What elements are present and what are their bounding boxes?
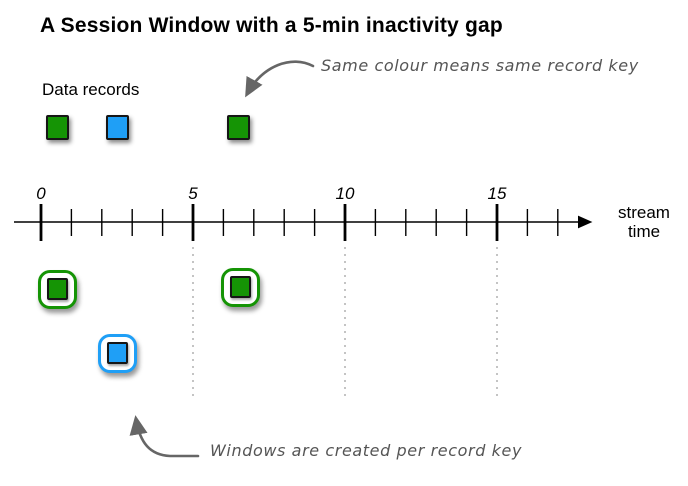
same-colour-arrow: [245, 60, 315, 98]
diagram-title: A Session Window with a 5-min inactivity…: [40, 14, 503, 37]
axis-tick-label-0: 0: [36, 184, 46, 203]
annotation-windows-per-key: Windows are created per record key: [210, 441, 523, 460]
axis-title-line2: time: [627, 222, 661, 241]
windowed-record-square-blue: [106, 342, 128, 364]
data-record-square-blue-1: [105, 115, 129, 140]
data-record-square-green-0: [46, 115, 70, 140]
axis-tick-label-5: 5: [188, 184, 198, 203]
data-records-label: Data records: [42, 80, 140, 99]
session-window-green-0: [38, 269, 78, 309]
axis-tick-labels: 0 5 10 15: [36, 184, 507, 203]
axis-title-stream-time: stream time: [608, 203, 680, 241]
data-record-square-green-2: [227, 115, 251, 140]
annotation-same-colour: Same colour means same record key: [321, 56, 639, 75]
session-window-green-2: [220, 267, 260, 307]
axis-tick-label-15: 15: [488, 184, 507, 203]
windowed-record-square-green: [47, 278, 69, 300]
windowed-record-square-green: [229, 276, 251, 298]
timeline-axis: [14, 204, 593, 241]
windows-created-arrow: [129, 415, 200, 458]
axis-tick-label-10: 10: [336, 184, 355, 203]
axis-title-line1: stream: [618, 203, 670, 222]
session-window-blue-1: [97, 333, 137, 373]
